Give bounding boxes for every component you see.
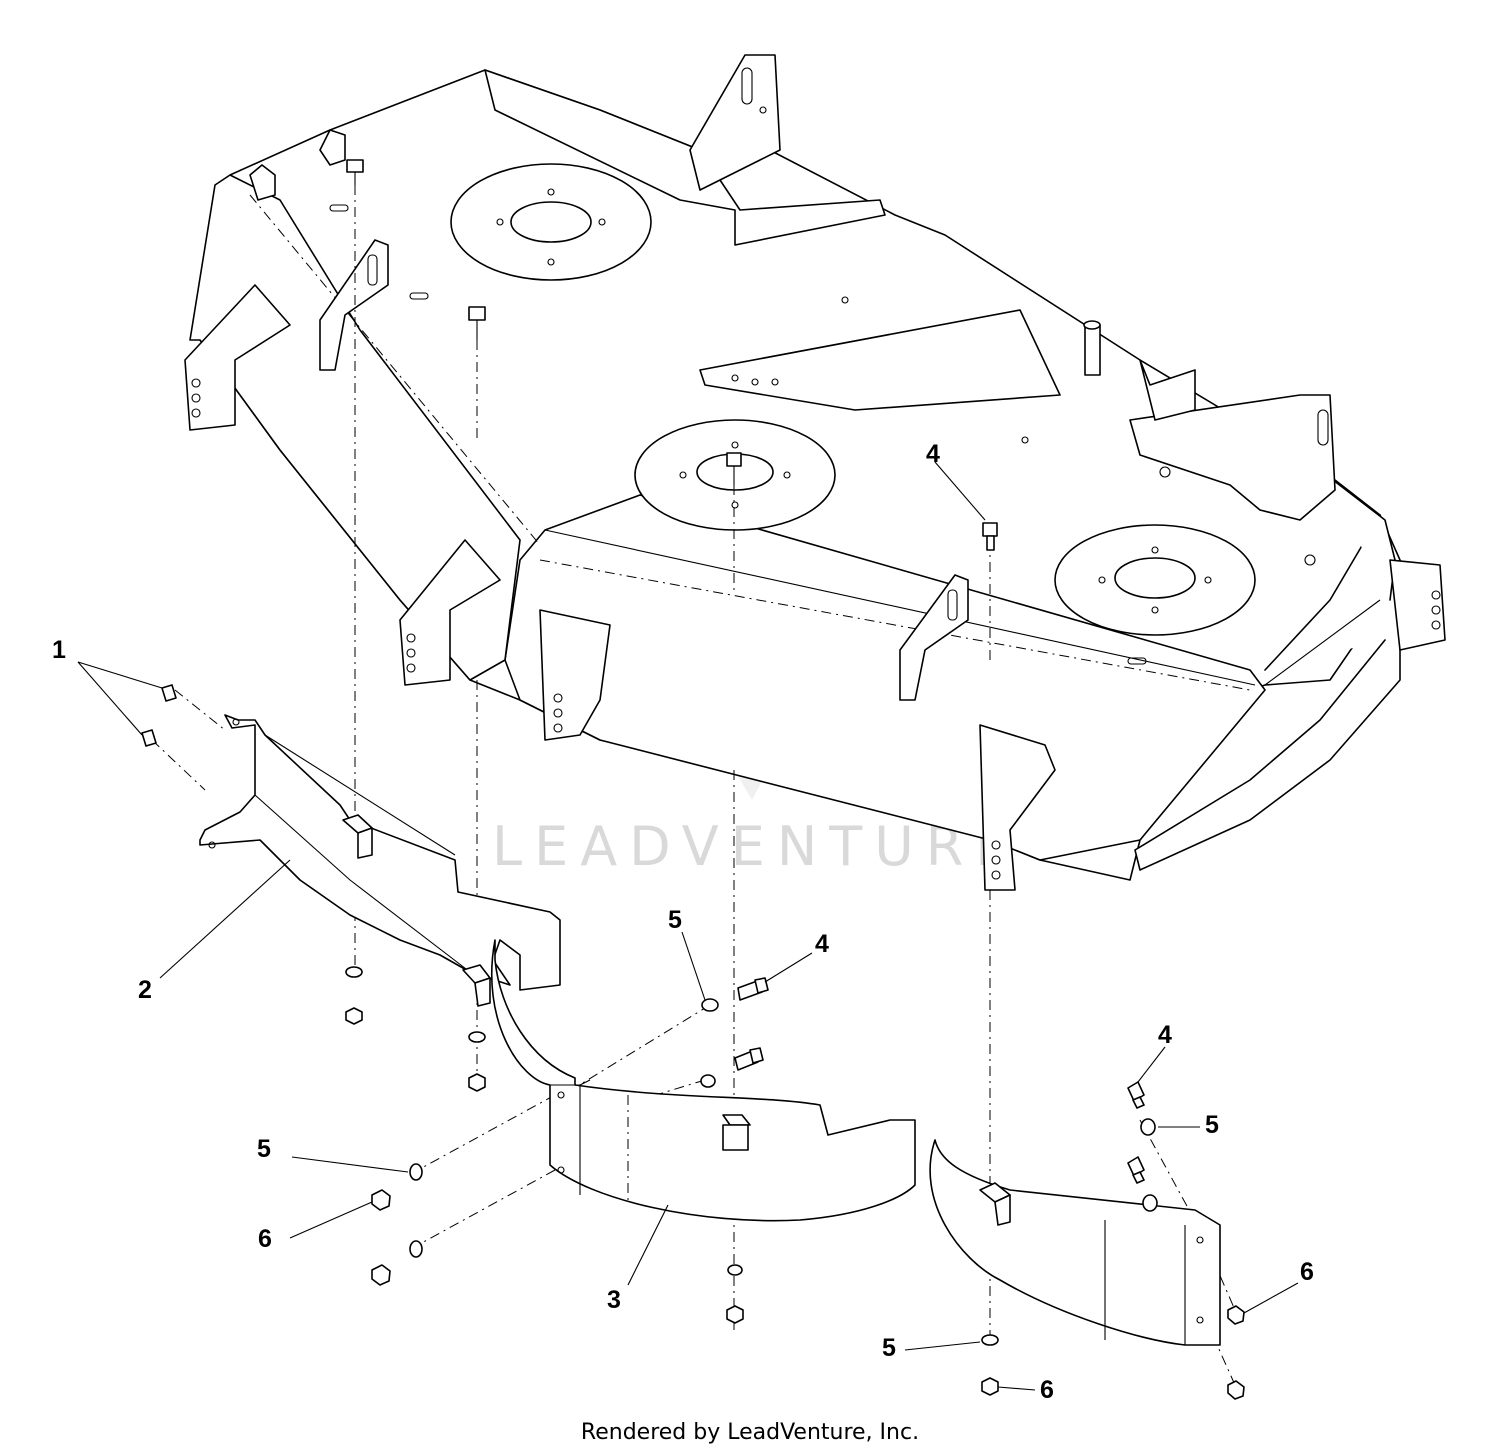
spindle-plate-right bbox=[1054, 524, 1256, 636]
washer bbox=[345, 966, 363, 978]
hardware bbox=[141, 684, 1245, 1400]
part-6-nut bbox=[371, 1264, 391, 1286]
part-3-front-baffle bbox=[490, 939, 916, 1222]
callout-5-bottom: 5 bbox=[882, 1334, 896, 1362]
callout-6-right: 6 bbox=[1300, 1258, 1314, 1286]
mower-deck bbox=[184, 54, 1446, 891]
gauge-bracket-front-right bbox=[979, 724, 1056, 891]
part-5-washer bbox=[1140, 1118, 1156, 1136]
footer-credit: Rendered by LeadVenture, Inc. bbox=[580, 1420, 920, 1445]
callout-5-left: 5 bbox=[257, 1135, 271, 1163]
callout-4-right: 4 bbox=[1158, 1021, 1172, 1049]
callout-6-bottom: 6 bbox=[1040, 1376, 1054, 1404]
part-5-washer bbox=[981, 1334, 999, 1346]
deck-bolt-center bbox=[726, 452, 742, 485]
part-5-washer bbox=[701, 998, 719, 1012]
rear-rail bbox=[484, 69, 886, 246]
belt-cover bbox=[699, 309, 1061, 411]
hitch-bracket-right bbox=[689, 54, 781, 191]
part-2-left-baffle bbox=[199, 714, 561, 1007]
gauge-bracket-front-mid bbox=[539, 609, 611, 741]
part-5-washer bbox=[409, 1163, 423, 1181]
nut bbox=[468, 1073, 486, 1092]
washer bbox=[468, 1031, 486, 1043]
part-6-nut bbox=[371, 1189, 391, 1211]
callout-5-mid: 5 bbox=[668, 906, 682, 934]
callouts: 1 2 3 4 4 4 5 5 5 5 6 6 6 bbox=[52, 440, 1314, 1404]
part-5-washer bbox=[409, 1240, 423, 1258]
callout-leaders bbox=[77, 461, 1299, 1391]
callout-1: 1 bbox=[52, 636, 66, 664]
callout-2: 2 bbox=[138, 976, 152, 1004]
part-4-bolt-upper bbox=[982, 522, 998, 551]
part-5-washer bbox=[700, 1074, 716, 1088]
nut bbox=[726, 1305, 744, 1324]
part-6-nut bbox=[1227, 1380, 1245, 1400]
spindle-plate-center bbox=[634, 419, 836, 531]
callout-4-upper: 4 bbox=[926, 440, 940, 468]
deck-bolt-mid bbox=[468, 306, 486, 340]
part-6-nut bbox=[1227, 1305, 1245, 1325]
watermark-text: LEADVENTURE bbox=[492, 815, 1021, 878]
callout-3: 3 bbox=[607, 1286, 621, 1314]
callout-4-mid: 4 bbox=[815, 930, 829, 958]
gauge-bracket-left-rear bbox=[184, 284, 291, 431]
gauge-bracket-left-front bbox=[399, 539, 501, 686]
part-1-screw-a bbox=[161, 684, 177, 702]
callout-6-left: 6 bbox=[258, 1225, 272, 1253]
part-6-nut bbox=[981, 1377, 999, 1396]
callout-5-right: 5 bbox=[1205, 1111, 1219, 1139]
nut bbox=[345, 1007, 363, 1025]
part-5-washer bbox=[1142, 1194, 1158, 1212]
right-baffle bbox=[929, 1139, 1221, 1346]
spindle-plate-left bbox=[450, 163, 652, 281]
deck-front-skirt bbox=[504, 494, 1266, 861]
deck-bolt-rear bbox=[346, 159, 364, 185]
washer bbox=[727, 1264, 743, 1276]
part-1-screw-b bbox=[141, 729, 157, 747]
